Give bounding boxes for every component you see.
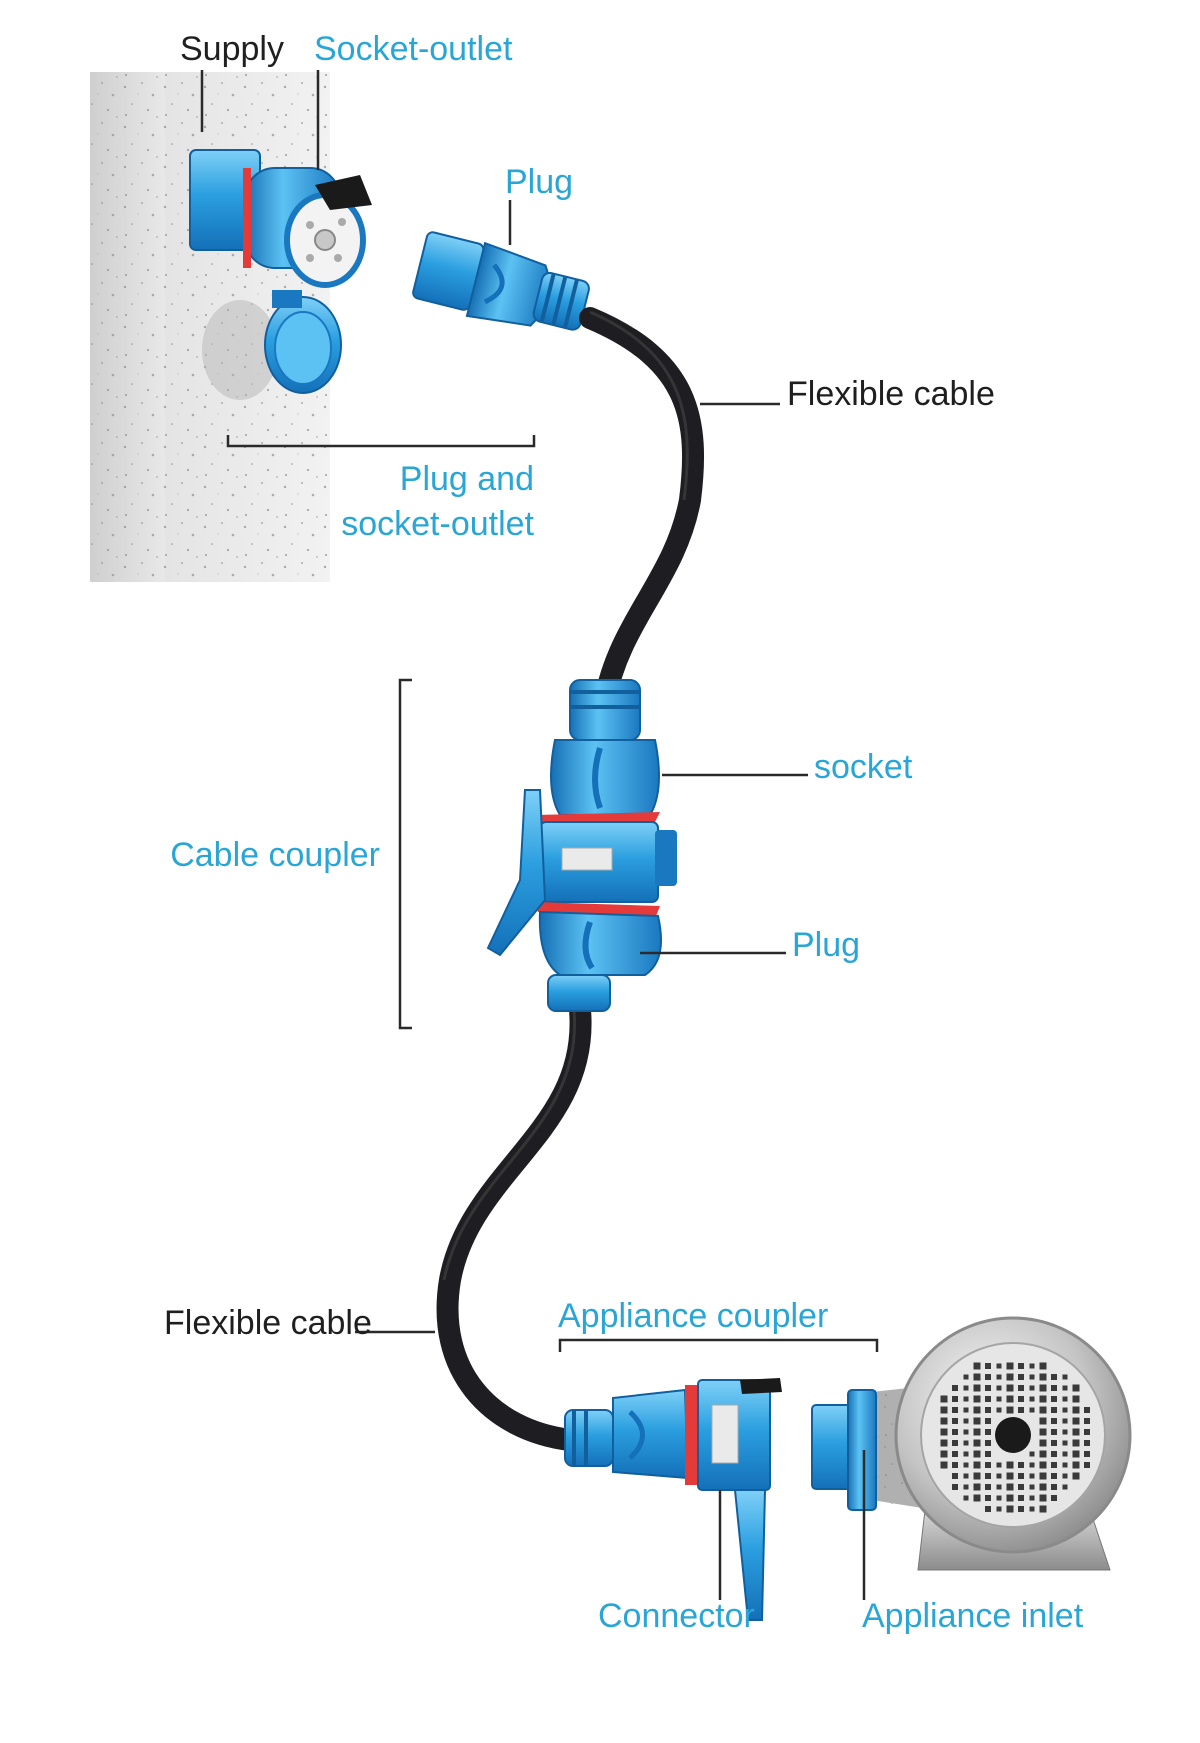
- label-plug-and-socket-outlet-line2: socket-outlet: [341, 505, 534, 543]
- cable-coupler-bracket: [398, 678, 412, 1030]
- label-flexible-cable-bottom: Flexible cable: [164, 1304, 372, 1342]
- label-supply: Supply: [180, 30, 284, 68]
- label-appliance-inlet: Appliance inlet: [862, 1597, 1084, 1635]
- appliance-coupler-bracket: [558, 1338, 879, 1352]
- appliance-device: [811, 1316, 1132, 1571]
- label-socket: socket: [814, 748, 913, 786]
- label-plug-and-socket-outlet-line1: Plug and: [400, 460, 534, 498]
- connector-device: [564, 1378, 782, 1621]
- label-flexible-cable-top: Flexible cable: [787, 375, 995, 413]
- plug-device-top: [412, 231, 590, 331]
- label-connector: Connector: [598, 1597, 755, 1635]
- plug-and-socket-outlet-bracket: [226, 435, 536, 448]
- flexible-cable-lower: [436, 999, 592, 1451]
- socket-outlet-device: [189, 149, 372, 394]
- motor-grille: [940, 1362, 1090, 1513]
- label-plug-top: Plug: [505, 163, 573, 201]
- label-socket-outlet: Socket-outlet: [314, 30, 513, 68]
- label-cable-coupler: Cable coupler: [170, 836, 380, 874]
- label-plug-mid: Plug: [792, 926, 860, 964]
- cable-coupler-device: [486, 679, 677, 1012]
- flexible-cable-upper: [579, 307, 705, 711]
- label-appliance-coupler: Appliance coupler: [558, 1297, 828, 1335]
